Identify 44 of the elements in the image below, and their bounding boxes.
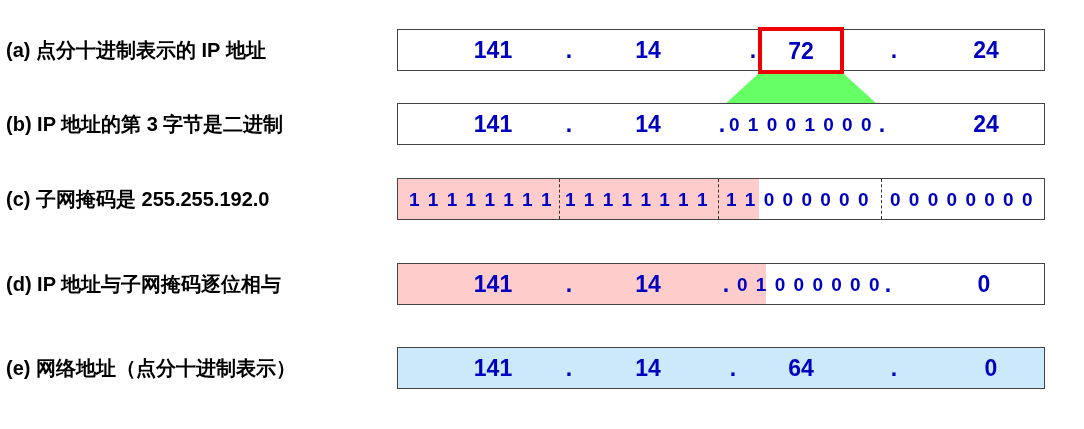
address-value: 64 xyxy=(788,356,814,380)
address-value: 141 xyxy=(473,38,513,62)
address-value: 0 xyxy=(977,272,991,296)
address-value: 141 xyxy=(473,272,513,296)
highlight-box xyxy=(758,27,844,74)
binary-digits: 1 1 1 1 1 1 1 1 xyxy=(409,189,553,209)
address-bar xyxy=(397,347,1045,389)
address-value: . xyxy=(565,112,573,136)
binary-digits: 0 1 0 0 0 0 0 0 xyxy=(737,274,881,294)
address-value: 14 xyxy=(635,38,661,62)
address-value: . xyxy=(565,38,573,62)
address-value: 72 xyxy=(788,39,814,62)
address-bar xyxy=(397,178,1045,220)
address-value: 14 xyxy=(635,272,661,296)
address-value: . xyxy=(884,272,892,296)
address-value: . xyxy=(718,112,726,136)
binary-digits: 0 1 0 0 1 0 0 0 xyxy=(729,114,873,134)
binary-digits: 1 1 0 0 0 0 0 0 xyxy=(726,189,870,209)
address-value: . xyxy=(565,356,573,380)
address-bar xyxy=(397,263,1045,305)
address-value: 14 xyxy=(635,356,661,380)
row-label: (d) IP 地址与子网掩码逐位相与 xyxy=(6,271,282,297)
address-value: . xyxy=(729,356,737,380)
address-value: . xyxy=(890,38,898,62)
mapping-wedge xyxy=(725,74,877,104)
row-label: (a) 点分十进制表示的 IP 地址 xyxy=(6,37,266,63)
address-value: 141 xyxy=(473,112,513,136)
address-value: 24 xyxy=(973,112,999,136)
row-label: (e) 网络地址（点分十进制表示） xyxy=(6,355,296,381)
binary-digits: 0 0 0 0 0 0 0 0 xyxy=(890,189,1034,209)
row-label: (c) 子网掩码是 255.255.192.0 xyxy=(6,186,270,212)
address-value: . xyxy=(890,356,898,380)
address-value: . xyxy=(878,112,886,136)
address-value: . xyxy=(722,272,730,296)
address-value: . xyxy=(565,272,573,296)
address-value: 141 xyxy=(473,356,513,380)
address-bar xyxy=(397,103,1045,145)
binary-digits: 1 1 1 1 1 1 1 1 xyxy=(565,189,709,209)
address-value: 24 xyxy=(973,38,999,62)
address-value: 0 xyxy=(984,356,998,380)
address-value: 14 xyxy=(635,112,661,136)
row-label: (b) IP 地址的第 3 字节是二进制 xyxy=(6,111,284,137)
address-value: . xyxy=(749,38,757,62)
address-bar xyxy=(397,29,1045,71)
